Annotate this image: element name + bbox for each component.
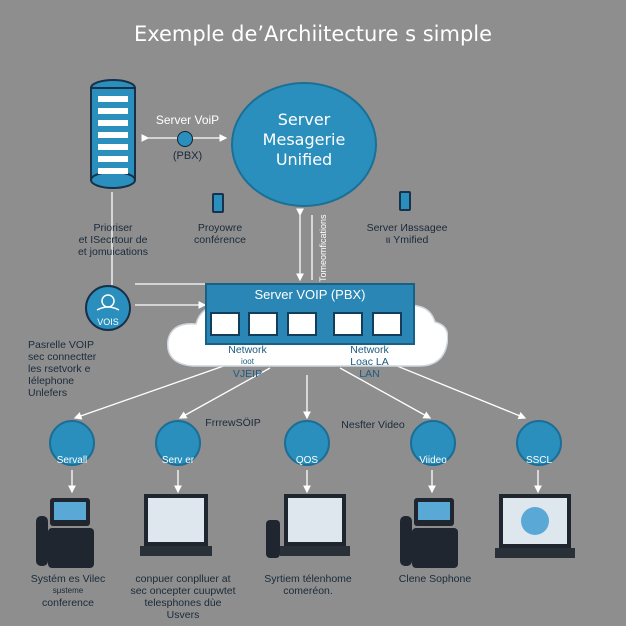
network-left-line: Network [228, 344, 267, 356]
device-caption-line: Systém es Vilec [30, 573, 106, 585]
device-caption: Clene Sophone [390, 573, 480, 585]
node-label: QOS [295, 455, 319, 466]
desk-phone-icon [36, 498, 94, 568]
unified-messaging-server: Server Mesagerie Unified [231, 82, 377, 207]
device-caption: Systém es Vilec sμsteme conference [18, 573, 118, 609]
gateway-caption-line: Iélephone [28, 375, 75, 387]
center-caption: Proyowre conférence [180, 222, 260, 246]
vois-label: VOIS [97, 317, 119, 327]
node-label: Servall [56, 455, 88, 466]
messaging-line-1: Server [277, 110, 331, 129]
node-label: Serv er [161, 455, 195, 466]
device-caption-line: telesphones dùe Usvers [144, 597, 222, 621]
rack-unit [333, 312, 363, 336]
messaging-line-2: Mesagerie [262, 130, 346, 149]
laptop-icon [140, 494, 212, 556]
network-right: Network Loac LA LAN [342, 344, 397, 380]
firewall-label: FrrrewSÖIP [205, 417, 261, 429]
server-voip-label: Server VoiP [155, 113, 220, 127]
rack-unit [287, 312, 317, 336]
desk-phone-icon [400, 498, 458, 568]
laptop-phone-icon [266, 494, 350, 558]
messaging-line-3: Unified [275, 150, 333, 169]
pbx-label: (PBX) [172, 150, 203, 162]
gateway-caption: Pasrelle VOIP sec connectter les rsetvor… [28, 339, 128, 399]
mobile-icon [212, 193, 224, 213]
video-icon [410, 420, 456, 466]
vois-badge-icon [85, 285, 131, 331]
cloud-icon [516, 420, 562, 466]
rack-unit [210, 312, 240, 336]
center-caption-line: conférence [194, 234, 246, 246]
server-stack-icon [90, 79, 136, 189]
device-caption-line: Syrtiem télenhome [264, 573, 352, 585]
qos-icon [284, 420, 330, 466]
server-icon [155, 420, 201, 466]
rack-unit [372, 312, 402, 336]
network-left-line: ioot [241, 357, 254, 366]
left-caption-line: et ІSecrtour de [78, 234, 148, 246]
node-label: Viideo [419, 455, 447, 466]
wifi-icon [49, 420, 95, 466]
device-caption-line: conference [42, 597, 94, 609]
network-left-line: VJEIP [232, 368, 263, 380]
laptop-icon [495, 494, 575, 558]
network-right-line: LAN [359, 368, 380, 380]
device-caption: conpuer conplluer at sec oncepter cuupwt… [128, 573, 238, 621]
rack-unit [248, 312, 278, 336]
right-caption: Server Ивssagee ιι Ymified [352, 222, 462, 246]
band-title: Server VOIP (PBX) [254, 287, 366, 302]
device-caption-line: conpuer conplluer at [135, 573, 231, 585]
video-label: Nesfter Video [341, 419, 405, 431]
device-caption-line: comeréon. [283, 585, 333, 597]
gateway-caption-line: Pasrelle VOIP [28, 339, 94, 351]
device-caption-line: sec oncepter cuupwtet [130, 585, 236, 597]
center-caption-line: Proyowre [197, 222, 243, 234]
page-title: Exemple de’Archiitecture s simple [133, 22, 493, 46]
gateway-caption-line: sec connectter [28, 351, 97, 363]
left-caption-line: Prioriser [93, 222, 133, 234]
device-caption-line: Clene Sophone [398, 573, 472, 585]
device-caption-line: sμsteme [52, 586, 84, 595]
mobile-icon [399, 191, 411, 211]
network-right-line: Network [350, 344, 389, 356]
right-caption-line: Server Ивssagee [366, 222, 448, 234]
right-caption-line: ιι Ymified [385, 234, 429, 246]
vertical-label: Tomeomfications [318, 214, 328, 282]
left-caption-line: et јomuications [77, 246, 149, 258]
left-caption: Prioriser et ІSecrtour de et јomuication… [58, 222, 168, 258]
device-caption: Syrtiem télenhome comeréon. [258, 573, 358, 597]
network-left: Network ioot VJEIP [220, 344, 275, 380]
gateway-caption-line: les rsetvork e [28, 363, 91, 375]
gateway-caption-line: Unlefers [28, 387, 68, 399]
network-right-line: Loac LA [350, 356, 389, 368]
node-label: SSCL [525, 455, 553, 466]
phone-icon [177, 131, 193, 147]
